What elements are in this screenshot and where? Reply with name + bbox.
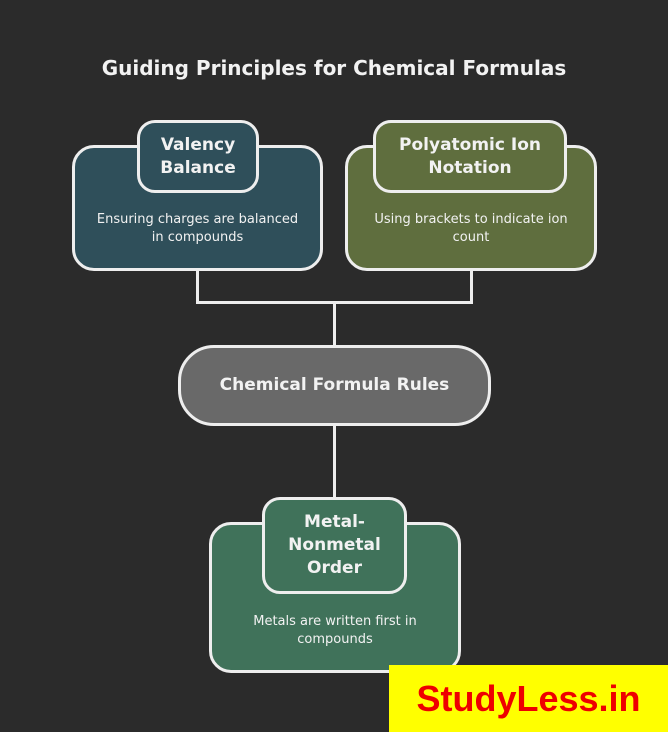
metal-nonmetal-desc: Metals are written first in compounds — [253, 614, 417, 647]
central-node: Chemical Formula Rules — [178, 345, 491, 426]
valency-balance-desc: Ensuring charges are balanced in compoun… — [96, 212, 299, 245]
diagram-title: Guiding Principles for Chemical Formulas — [101, 56, 567, 80]
valency-balance-card — [72, 145, 323, 271]
metal-nonmetal-title: Metal-Nonmetal Order — [262, 497, 407, 594]
watermark: StudyLess.in — [389, 665, 668, 732]
connector — [333, 423, 336, 499]
connector — [470, 268, 473, 304]
polyatomic-ion-title: Polyatomic Ion Notation — [373, 120, 567, 193]
polyatomic-ion-desc: Using brackets to indicate ion count — [374, 212, 568, 245]
connector — [196, 268, 199, 304]
valency-balance-title: Valency Balance — [137, 120, 259, 193]
connector — [333, 301, 336, 347]
